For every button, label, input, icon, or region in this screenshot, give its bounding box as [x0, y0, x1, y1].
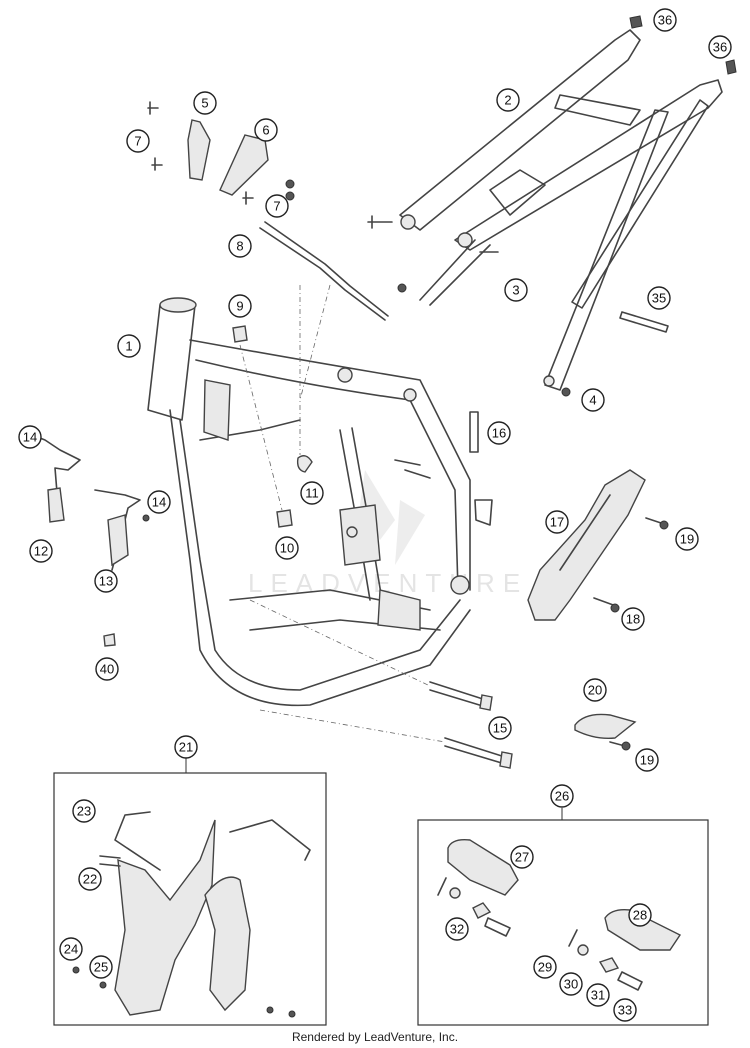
callout-19b: 19 — [635, 748, 659, 772]
svg-text:19: 19 — [640, 753, 654, 768]
pins — [469, 311, 669, 453]
svg-text:7: 7 — [134, 134, 141, 149]
callout-12: 12 — [29, 539, 53, 563]
left-brackets — [24, 428, 150, 647]
svg-text:13: 13 — [99, 574, 113, 589]
callout-22: 22 — [78, 867, 102, 891]
callout-5: 5 — [193, 91, 217, 115]
chain-slider — [574, 713, 637, 751]
callout-14a: 14 — [18, 425, 42, 449]
svg-text:21: 21 — [179, 740, 193, 755]
svg-text:22: 22 — [83, 872, 97, 887]
svg-text:40: 40 — [100, 662, 114, 677]
svg-text:2: 2 — [504, 93, 511, 108]
svg-text:20: 20 — [588, 683, 602, 698]
svg-text:25: 25 — [94, 960, 108, 975]
svg-text:9: 9 — [236, 299, 243, 314]
callout-21: 21 — [174, 735, 198, 759]
svg-text:7: 7 — [273, 199, 280, 214]
callout-33: 33 — [613, 998, 637, 1022]
svg-text:3: 3 — [512, 283, 519, 298]
callout-17: 17 — [545, 510, 569, 534]
subframe — [367, 15, 737, 397]
small-parts-center — [232, 221, 389, 528]
callout-11: 11 — [300, 481, 324, 505]
callout-32: 32 — [445, 917, 469, 941]
svg-text:32: 32 — [450, 922, 464, 937]
callout-35: 35 — [647, 286, 671, 310]
callout-18: 18 — [621, 607, 645, 631]
watermark: LEADVENTURE — [248, 470, 520, 598]
callout-6: 6 — [254, 118, 278, 142]
callout-7b: 7 — [265, 194, 289, 218]
svg-text:6: 6 — [262, 123, 269, 138]
callout-3: 3 — [504, 278, 528, 302]
callout-25: 25 — [89, 955, 113, 979]
upper-brackets — [147, 101, 295, 205]
callout-8: 8 — [228, 234, 252, 258]
callout-7a: 7 — [126, 129, 150, 153]
svg-text:16: 16 — [492, 426, 506, 441]
callout-9: 9 — [228, 294, 252, 318]
svg-text:19: 19 — [680, 532, 694, 547]
callout-19a: 19 — [675, 527, 699, 551]
callout-10: 10 — [275, 536, 299, 560]
svg-text:30: 30 — [564, 977, 578, 992]
svg-text:36: 36 — [713, 40, 727, 55]
callout-31: 31 — [586, 983, 610, 1007]
callout-28: 28 — [628, 903, 652, 927]
frame-protector-group — [53, 758, 327, 1026]
svg-text:28: 28 — [633, 908, 647, 923]
svg-text:31: 31 — [591, 988, 605, 1003]
svg-text:14: 14 — [23, 430, 37, 445]
svg-text:5: 5 — [201, 96, 208, 111]
footpeg-group — [417, 808, 709, 1026]
callout-20: 20 — [583, 678, 607, 702]
svg-text:18: 18 — [626, 612, 640, 627]
svg-text:23: 23 — [77, 804, 91, 819]
swingarm-bolts — [249, 599, 513, 769]
svg-text:8: 8 — [236, 239, 243, 254]
svg-text:26: 26 — [555, 789, 569, 804]
svg-text:36: 36 — [658, 13, 672, 28]
callout-40: 40 — [95, 657, 119, 681]
chain-guide — [527, 469, 669, 621]
callout-23: 23 — [72, 799, 96, 823]
callout-4: 4 — [581, 388, 605, 412]
callout-14b: 14 — [147, 490, 171, 514]
callout-29: 29 — [533, 955, 557, 979]
svg-text:15: 15 — [493, 721, 507, 736]
svg-text:14: 14 — [152, 495, 166, 510]
callout-27: 27 — [510, 845, 534, 869]
main-frame — [147, 297, 493, 707]
callout-2: 2 — [496, 88, 520, 112]
svg-text:17: 17 — [550, 515, 564, 530]
callout-1: 1 — [117, 334, 141, 358]
callout-15: 15 — [488, 716, 512, 740]
svg-text:12: 12 — [34, 544, 48, 559]
svg-text:10: 10 — [280, 541, 294, 556]
footer-credit: Rendered by LeadVenture, Inc. — [291, 1030, 459, 1044]
svg-text:1: 1 — [125, 339, 132, 354]
callout-16: 16 — [487, 421, 511, 445]
svg-text:35: 35 — [652, 291, 666, 306]
callout-26: 26 — [550, 784, 574, 808]
svg-text:33: 33 — [618, 1003, 632, 1018]
svg-text:29: 29 — [538, 960, 552, 975]
svg-text:4: 4 — [589, 393, 596, 408]
callout-30: 30 — [559, 972, 583, 996]
callout-36a: 36 — [653, 8, 677, 32]
svg-text:24: 24 — [64, 942, 78, 957]
callout-36b: 36 — [708, 35, 732, 59]
callout-13: 13 — [94, 569, 118, 593]
svg-text:11: 11 — [305, 486, 319, 501]
svg-text:27: 27 — [515, 850, 529, 865]
callout-24: 24 — [59, 937, 83, 961]
